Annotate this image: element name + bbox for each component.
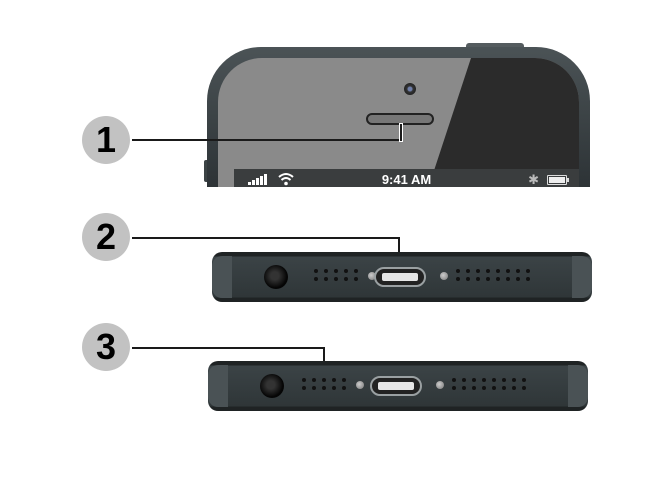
phone-bottom-view-3 [208, 361, 588, 411]
right-grille [456, 269, 530, 281]
lightning-port [370, 376, 422, 396]
screw-left [368, 272, 376, 280]
ring-silent-switch [204, 160, 209, 182]
phone-screen: 9:41 AM ✱ [218, 58, 579, 187]
callout-badge-3: 3 [82, 323, 130, 371]
callout-2-leader-horizontal [132, 237, 400, 239]
screw-left [356, 381, 364, 389]
lightning-port [374, 267, 426, 287]
bluetooth-icon: ✱ [528, 172, 539, 187]
phone-top-front-view: 9:41 AM ✱ [207, 47, 590, 187]
front-camera-icon [404, 83, 416, 95]
battery-icon [547, 175, 569, 185]
callout-1-leader-horizontal [132, 139, 402, 141]
left-grille [314, 269, 358, 281]
sleep-wake-button [466, 43, 524, 49]
headphone-jack [264, 265, 288, 289]
callout-1-leader-vertical [400, 124, 402, 141]
callout-badge-1: 1 [82, 116, 130, 164]
signal-bars-icon [248, 174, 267, 185]
headphone-jack [260, 374, 284, 398]
screw-right [440, 272, 448, 280]
status-bar: 9:41 AM ✱ [234, 169, 579, 187]
screw-right [436, 381, 444, 389]
wifi-icon [278, 173, 294, 186]
phone-bottom-view-2 [212, 252, 592, 302]
left-grille [302, 378, 346, 390]
callout-3-leader-horizontal [132, 347, 325, 349]
right-grille [452, 378, 526, 390]
status-time: 9:41 AM [381, 172, 432, 187]
callout-badge-2: 2 [82, 213, 130, 261]
